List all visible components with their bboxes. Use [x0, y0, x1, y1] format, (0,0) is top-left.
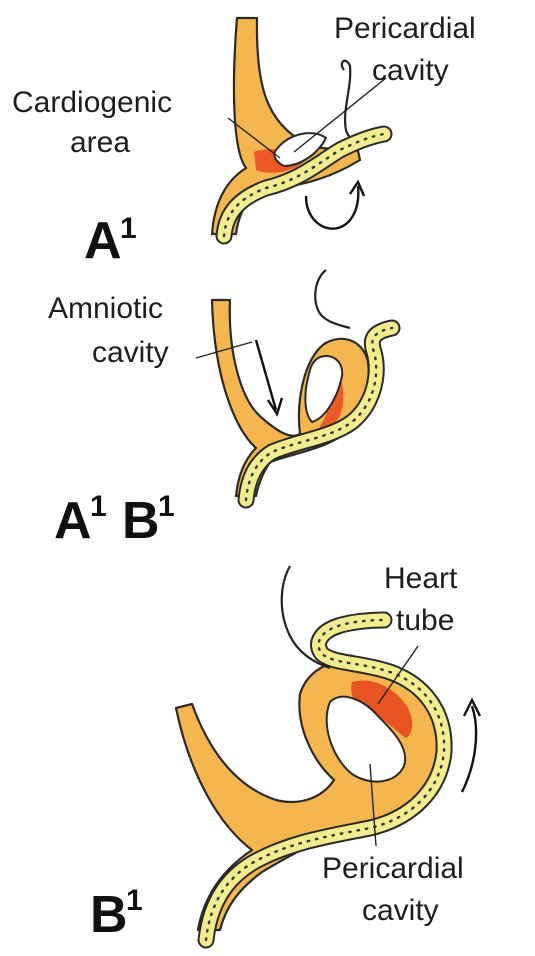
- label-cardiogenic: Cardiogenic: [12, 86, 172, 119]
- label-pericardial-b1: Pericardial: [322, 852, 464, 885]
- stage-label-b1-a: B: [122, 492, 160, 550]
- stage-label-a1: A: [84, 212, 122, 270]
- label-cardiogenic-area: area: [70, 126, 130, 159]
- stage-label-b1-a-sup: 1: [158, 490, 175, 523]
- amnion-line-a1: [342, 61, 358, 140]
- amnion-line-ab: [315, 270, 350, 328]
- stage-label-b1-sup: 1: [126, 884, 143, 917]
- panel-a1-b1: Amniotic cavity A 1 B 1: [48, 270, 392, 550]
- stage-label-a1-b-sup: 1: [90, 490, 107, 523]
- mesoderm-wall-ab: [212, 300, 369, 496]
- label-amniotic: Amniotic: [48, 292, 163, 325]
- panel-a1: Cardiogenic area Pericardial cavity A 1: [12, 12, 476, 270]
- label-heart: Heart: [384, 562, 458, 595]
- stage-label-b1: B: [90, 886, 128, 944]
- arrow-up-icon: [462, 706, 476, 792]
- stage-label-a1-b: A: [54, 492, 92, 550]
- label-pericardial-cavity-b1: cavity: [362, 894, 439, 927]
- label-amniotic-cavity: cavity: [92, 336, 169, 369]
- label-pericardial-a1: Pericardial: [334, 12, 476, 45]
- stage-label-a1-sup: 1: [120, 212, 137, 245]
- arrow-down-icon: [256, 340, 276, 410]
- label-heart-tube: tube: [396, 604, 454, 637]
- panel-b1: Heart tube Pericardial cavity B 1: [90, 562, 480, 944]
- label-pericardial-cavity-a1: cavity: [372, 54, 449, 87]
